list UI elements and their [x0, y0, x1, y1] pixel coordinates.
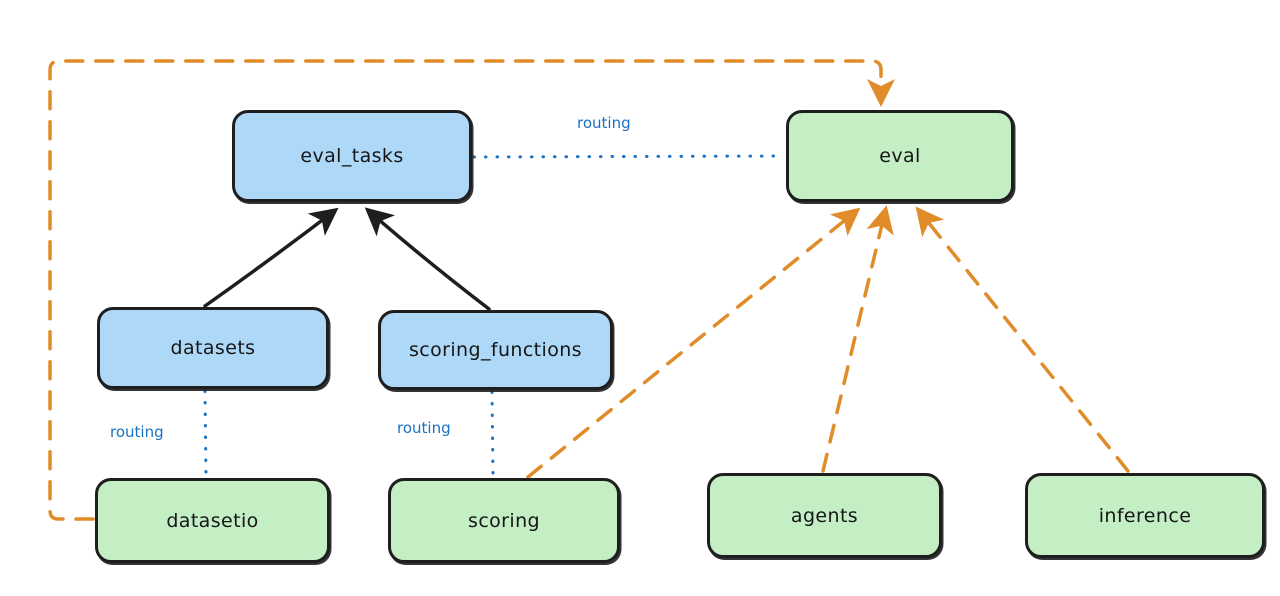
- edge-datasets-to-datasetio: [203, 389, 208, 478]
- node-datasets[interactable]: datasets: [97, 307, 329, 389]
- edge-eval-tasks-to-eval: [472, 154, 786, 159]
- node-agents[interactable]: agents: [707, 473, 942, 558]
- edge-inference-to-eval: [915, 206, 1130, 473]
- edge-scoring-functions-to-eval-tasks: [364, 207, 491, 311]
- node-label-eval: eval: [879, 145, 921, 167]
- node-label-inference: inference: [1098, 504, 1192, 527]
- edge-label-routing-scoring-functions-scoring: routing: [397, 419, 451, 437]
- edge-scoring-to-eval: [526, 207, 861, 479]
- node-datasetio[interactable]: datasetio: [95, 478, 330, 563]
- node-label-scoring: scoring: [468, 509, 540, 532]
- node-label-scoring-functions: scoring_functions: [409, 339, 582, 361]
- edge-datasetio-to-eval: [48, 59, 895, 521]
- edge-scoring-functions-to-scoring: [490, 390, 495, 478]
- edge-label-routing-datasets-datasetio: routing: [110, 423, 164, 441]
- node-label-agents: agents: [790, 504, 859, 527]
- node-scoring-functions[interactable]: scoring_functions: [378, 310, 613, 390]
- node-scoring[interactable]: scoring: [388, 478, 620, 563]
- edge-label-routing-eval-tasks-eval: routing: [577, 114, 631, 132]
- edge-agents-to-eval: [821, 205, 894, 473]
- node-eval[interactable]: eval: [786, 110, 1014, 202]
- node-eval-tasks[interactable]: eval_tasks: [232, 110, 472, 202]
- node-label-datasetio: datasetio: [166, 509, 259, 532]
- edge-datasets-to-eval-tasks: [203, 207, 339, 308]
- node-label-eval-tasks: eval_tasks: [300, 145, 404, 167]
- node-inference[interactable]: inference: [1025, 473, 1265, 558]
- node-label-datasets: datasets: [170, 337, 256, 359]
